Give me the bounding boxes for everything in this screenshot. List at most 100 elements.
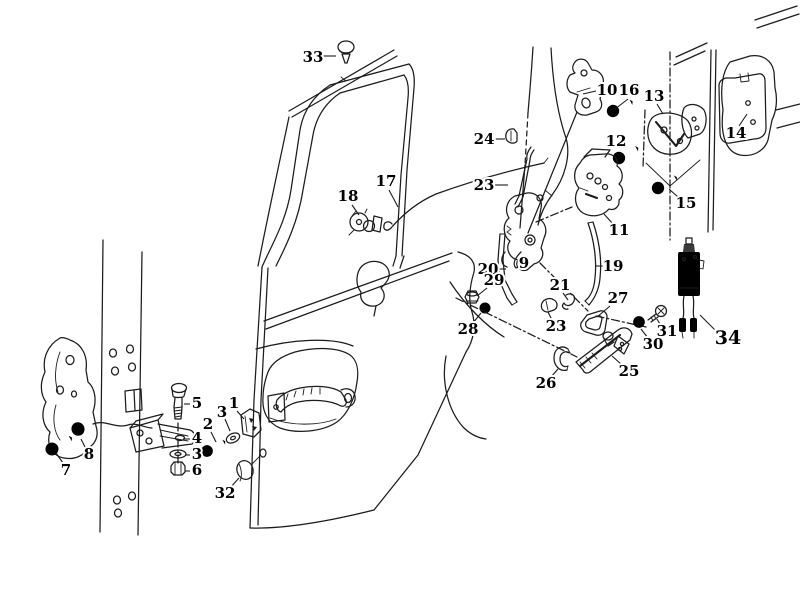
washer-3-upper [225, 432, 241, 444]
leader-line-29 [476, 287, 488, 297]
leader-line-1 [236, 410, 245, 420]
washer-30 [633, 316, 645, 328]
door-rear-post [519, 46, 578, 234]
leader-line-7 [55, 452, 64, 464]
part-label-27: 27 [608, 289, 629, 307]
leader-line-34 [699, 314, 716, 331]
part-label-10: 10 [597, 81, 618, 99]
leader-line-21 [562, 292, 569, 301]
part-label-23: 23 [474, 176, 495, 194]
cap-33 [337, 40, 355, 64]
grab-handle [267, 385, 356, 423]
door-latch-9 [501, 189, 553, 272]
inner-panel-cutout [356, 260, 390, 307]
striker-axis [642, 109, 646, 169]
washer-3-lower [169, 449, 187, 459]
leader-line-27 [596, 305, 611, 318]
door-window-frame [257, 63, 415, 268]
part-label-2: 2 [203, 415, 213, 433]
bolt-15 [649, 171, 681, 197]
part-label-33: 33 [303, 48, 324, 66]
part-label-3: 3 [192, 445, 202, 463]
grab-handle-recess [262, 348, 359, 432]
leader-line-23 [547, 311, 553, 321]
bolt-15-alignment [645, 159, 701, 187]
striker-13 [647, 103, 707, 155]
gasket-26 [553, 346, 571, 372]
leader-line-10 [582, 90, 597, 95]
leader-line-25 [611, 355, 622, 365]
door-assembly-line-art [40, 5, 800, 536]
leader-line-18 [351, 204, 360, 216]
bezel-27 [580, 310, 608, 336]
part-label-8: 8 [84, 445, 94, 463]
cab-body-lines-top-right [673, 5, 800, 129]
part-label-26: 26 [536, 374, 557, 392]
leader-line-2 [210, 431, 217, 443]
lock-actuator-18 [348, 208, 383, 236]
part-label-18: 18 [338, 187, 359, 205]
part-label-25: 25 [619, 362, 640, 380]
part-label-17: 17 [376, 172, 397, 190]
leader-line-13 [656, 103, 664, 115]
leader-line-3 [224, 418, 231, 432]
leader-line-11 [603, 213, 614, 225]
gasket-strip-19 [584, 221, 602, 306]
check-cable-line [92, 421, 153, 429]
part-label-30: 30 [643, 335, 664, 353]
cab-mount-plate [40, 336, 153, 460]
part-label-14: 14 [726, 124, 747, 142]
check-anchor-bracket-1 [240, 408, 262, 438]
lock-body-11 [574, 148, 624, 217]
part-label-7: 7 [61, 461, 71, 479]
part-label-31: 31 [657, 322, 678, 340]
part-label-32: 32 [215, 484, 236, 502]
door-body [249, 251, 505, 529]
door-switch-34 [678, 237, 705, 339]
lock-rod-23 [514, 146, 535, 208]
part-label-24: 24 [474, 130, 495, 148]
leader-line-17 [388, 189, 399, 208]
rear-pillar-flange [707, 49, 717, 233]
leader-line-30 [640, 328, 649, 339]
part-label-11: 11 [609, 221, 630, 239]
handle-axis-b [539, 262, 589, 312]
nut-6 [170, 461, 186, 476]
leader-line-16 [614, 98, 629, 110]
part-label-9: 9 [519, 254, 529, 272]
pillar-anchor-plate [124, 388, 143, 413]
frame-panel-14 [718, 54, 778, 157]
leader-line-31 [656, 318, 662, 327]
screw-31 [647, 304, 668, 323]
lock-rod-17 [383, 157, 549, 231]
part-label-5: 5 [192, 394, 202, 412]
part-label-6: 6 [192, 461, 202, 479]
leader-line-14 [738, 113, 748, 127]
part-label-4: 4 [192, 429, 202, 447]
part-label-19: 19 [603, 257, 624, 275]
cab-pillar [99, 239, 143, 536]
washer-8 [69, 420, 87, 438]
part-label-21: 21 [550, 276, 571, 294]
part-label-13: 13 [644, 87, 665, 105]
part-label-12: 12 [606, 132, 627, 150]
leader-line-32 [229, 477, 240, 489]
part-label-34: 34 [715, 327, 741, 349]
part-label-23: 23 [546, 317, 567, 335]
bolt-16 [604, 95, 636, 120]
part-label-20: 20 [478, 260, 499, 278]
part-label-3: 3 [217, 403, 227, 421]
gasket-strip-20 [497, 233, 518, 306]
clip-24 [505, 128, 518, 144]
bolt-7 [43, 431, 76, 458]
leader-line-15 [668, 188, 679, 198]
part-label-15: 15 [676, 194, 697, 212]
part-label-16: 16 [619, 81, 640, 99]
leader-line-28 [472, 312, 482, 324]
guide-bracket-10 [566, 58, 605, 116]
bolt-2 [199, 436, 229, 459]
clip-21 [561, 293, 576, 310]
latch-lock-axis [535, 206, 573, 223]
outside-handle-25 [575, 327, 633, 374]
